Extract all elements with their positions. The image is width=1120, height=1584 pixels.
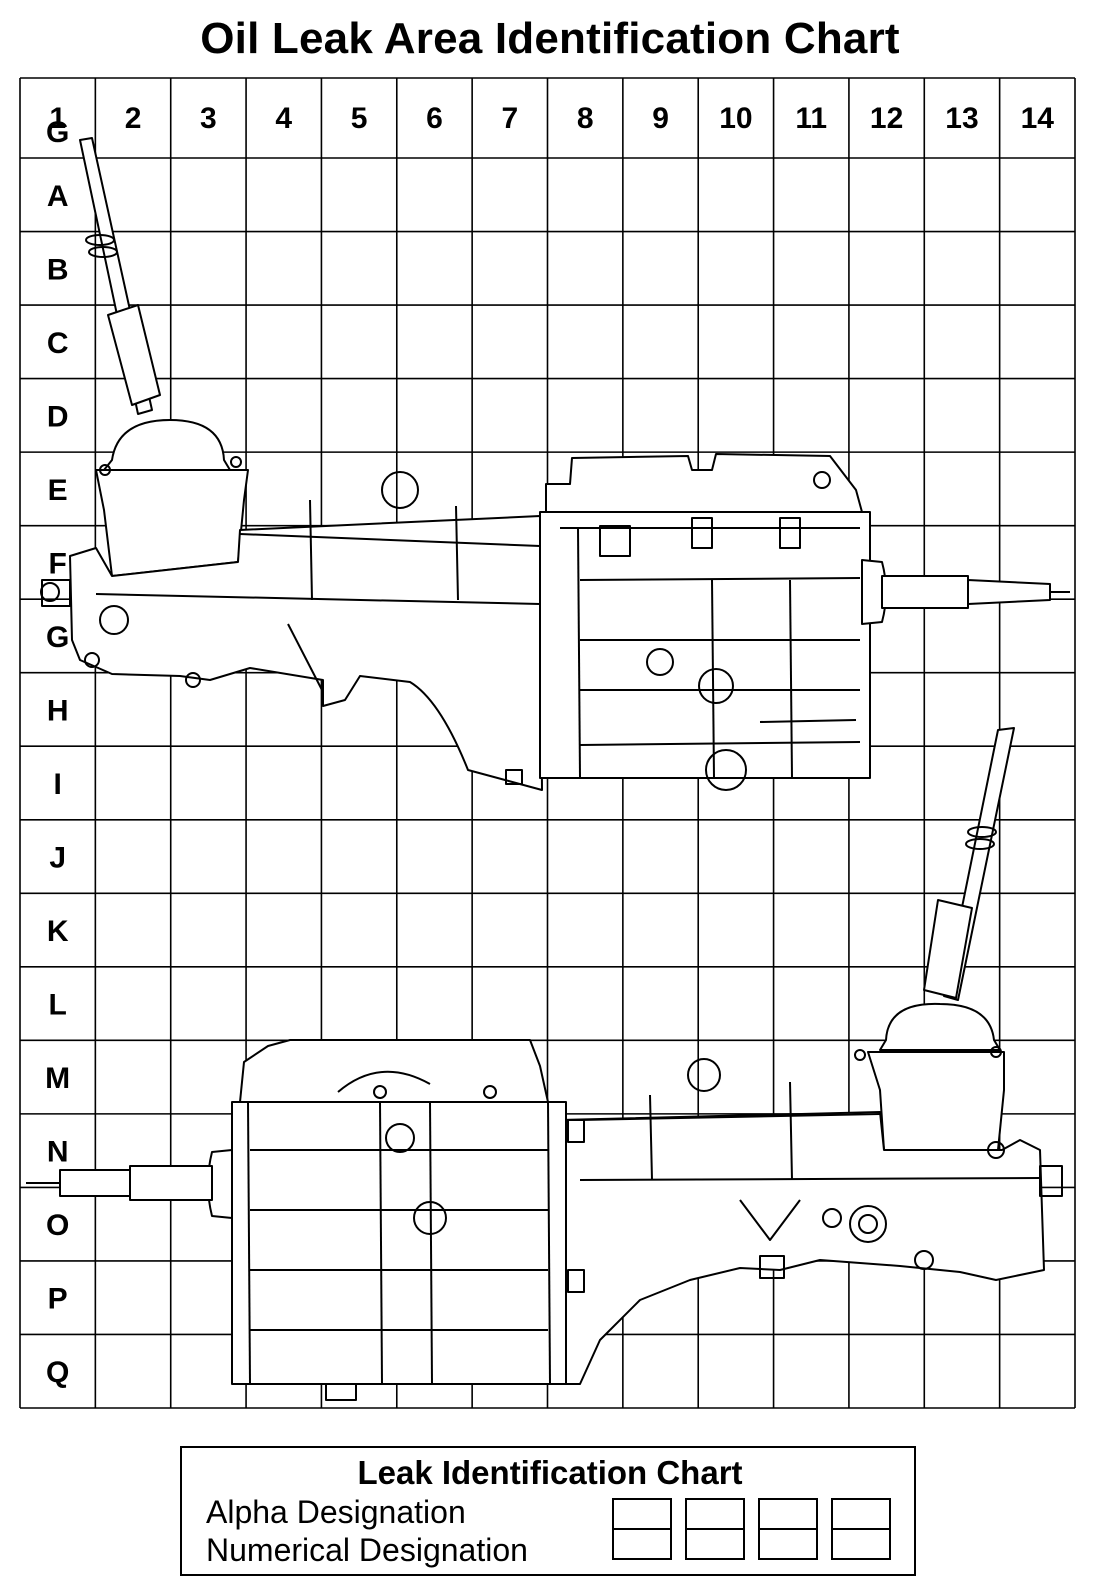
designation-box[interactable] — [758, 1498, 818, 1560]
designation-box[interactable] — [612, 1498, 672, 1560]
designation-box[interactable] — [831, 1498, 891, 1560]
row-label: M — [45, 1062, 70, 1095]
column-label: 13 — [945, 102, 978, 135]
column-label: 1 — [49, 102, 66, 135]
row-label: G — [46, 621, 69, 654]
row-label: G — [46, 116, 69, 149]
column-label: 10 — [719, 102, 752, 135]
column-label: 14 — [1021, 102, 1055, 135]
row-label: I — [54, 768, 62, 801]
alpha-designation-label: Alpha Designation — [206, 1494, 466, 1530]
row-label: D — [47, 400, 69, 433]
column-label: 2 — [125, 102, 142, 135]
row-label: E — [48, 474, 68, 507]
row-label: N — [47, 1136, 69, 1169]
column-label: 5 — [351, 102, 368, 135]
row-label: H — [47, 694, 69, 727]
lower-transmission-drawing — [26, 727, 1063, 1401]
row-label: J — [49, 842, 66, 875]
row-label: O — [46, 1209, 69, 1242]
column-label: 6 — [426, 102, 443, 135]
row-label: P — [48, 1283, 68, 1316]
page-title: Oil Leak Area Identification Chart — [200, 14, 900, 63]
designation-box[interactable] — [685, 1498, 745, 1560]
legend-title: Leak Identification Chart — [357, 1454, 743, 1491]
column-label: 9 — [652, 102, 669, 135]
leak-identification-legend: Leak Identification Chart Alpha Designat… — [180, 1446, 916, 1576]
column-label: 11 — [795, 102, 827, 135]
column-label: 12 — [870, 102, 903, 135]
column-label: 4 — [275, 102, 292, 135]
row-label: Q — [46, 1356, 69, 1389]
row-label: L — [49, 989, 67, 1022]
column-label: 7 — [501, 102, 518, 135]
row-label: B — [47, 253, 69, 286]
column-label: 8 — [577, 102, 594, 135]
row-label: C — [47, 327, 69, 360]
row-label: A — [47, 180, 69, 213]
row-label: F — [49, 547, 67, 580]
row-label: K — [47, 915, 69, 948]
upper-transmission-drawing — [40, 137, 1070, 791]
column-label: 3 — [200, 102, 217, 135]
numerical-designation-label: Numerical Designation — [206, 1532, 528, 1568]
